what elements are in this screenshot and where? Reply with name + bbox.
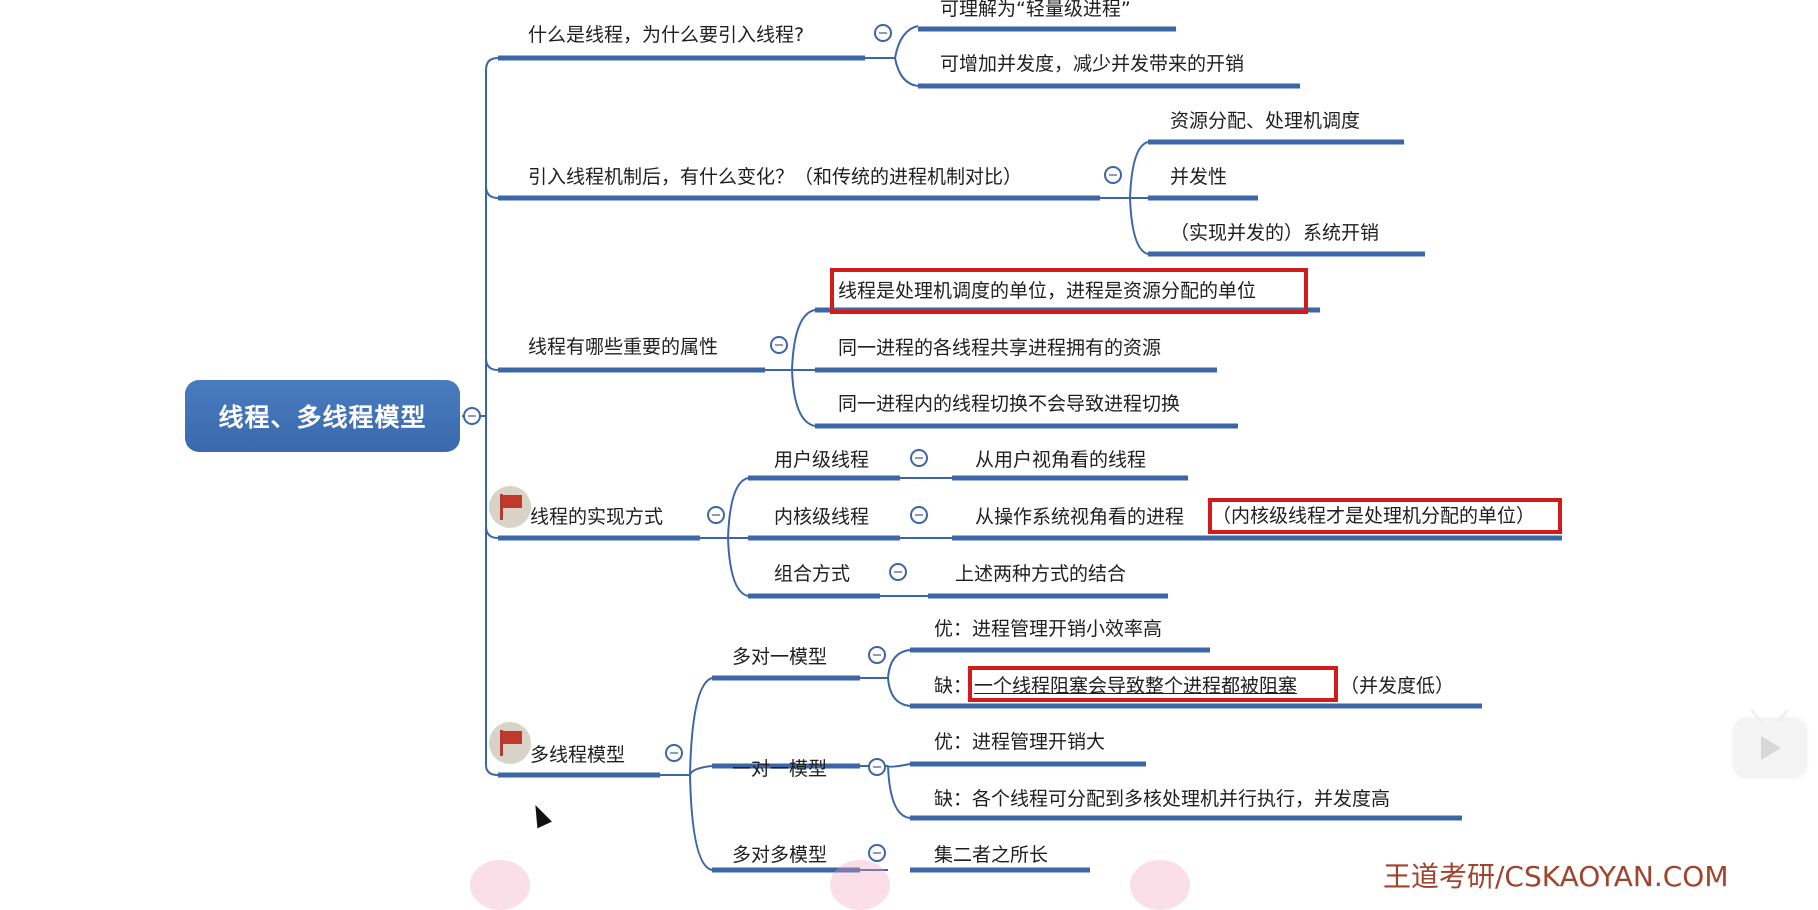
node-m2o-con-prefix: 缺： bbox=[934, 675, 973, 697]
node-resource-scheduling[interactable]: 资源分配、处理机调度 bbox=[1170, 110, 1361, 132]
video-play-icon[interactable] bbox=[1733, 708, 1807, 778]
collapse-branch-1-button[interactable] bbox=[874, 24, 892, 42]
collapse-many-to-one-button[interactable] bbox=[868, 646, 886, 664]
background-decoration bbox=[470, 860, 530, 910]
collapse-branch-4-button[interactable] bbox=[707, 506, 725, 524]
branch-what-is-thread[interactable]: 什么是线程，为什么要引入线程? bbox=[528, 24, 805, 46]
branch-multithread-model[interactable]: 多线程模型 bbox=[530, 744, 626, 766]
highlight-box bbox=[1208, 498, 1562, 534]
node-many-to-many[interactable]: 多对多模型 bbox=[732, 844, 828, 866]
node-user-perspective[interactable]: 从用户视角看的线程 bbox=[975, 449, 1147, 471]
collapse-one-to-one-button[interactable] bbox=[868, 758, 886, 776]
node-kernel-unit-note[interactable]: （内核级线程才是处理机分配的单位） bbox=[1212, 505, 1536, 527]
node-shared-resources[interactable]: 同一进程的各线程共享进程拥有的资源 bbox=[838, 337, 1162, 359]
node-os-perspective[interactable]: 从操作系统视角看的进程 bbox=[975, 506, 1185, 528]
node-lightweight-process[interactable]: 可理解为“轻量级进程” bbox=[940, 0, 1131, 20]
node-concurrency[interactable]: 并发性 bbox=[1170, 166, 1228, 188]
node-combination[interactable]: 上述两种方式的结合 bbox=[955, 563, 1127, 585]
node-increase-concurrency[interactable]: 可增加并发度，减少并发带来的开销 bbox=[940, 53, 1245, 75]
node-kernel-level-thread[interactable]: 内核级线程 bbox=[774, 506, 870, 528]
collapse-branch-2-button[interactable] bbox=[1104, 166, 1122, 184]
node-one-to-one[interactable]: 一对一模型 bbox=[732, 758, 828, 780]
root-node[interactable]: 线程、多线程模型 bbox=[185, 380, 460, 452]
branch-thread-implementation[interactable]: 线程的实现方式 bbox=[530, 506, 664, 528]
node-best-of-both[interactable]: 集二者之所长 bbox=[934, 844, 1049, 866]
collapse-combined-button[interactable] bbox=[889, 563, 907, 581]
collapse-user-level-button[interactable] bbox=[910, 449, 928, 467]
background-decoration bbox=[1130, 860, 1190, 910]
red-flag-icon bbox=[489, 486, 531, 528]
node-thread-scheduling-unit[interactable]: 线程是处理机调度的单位，进程是资源分配的单位 bbox=[838, 280, 1257, 302]
watermark: 王道考研/CSKAOYAN.COM bbox=[1383, 860, 1729, 893]
background-decoration bbox=[830, 860, 890, 910]
collapse-kernel-level-button[interactable] bbox=[910, 506, 928, 524]
highlight-box bbox=[968, 666, 1338, 702]
collapse-root-button[interactable] bbox=[463, 407, 481, 425]
node-o2o-pro[interactable]: 优：进程管理开销大 bbox=[934, 731, 1106, 753]
collapse-branch-3-button[interactable] bbox=[770, 336, 788, 354]
node-m2o-con-suffix: （并发度低） bbox=[1340, 675, 1455, 697]
node-combined-mode[interactable]: 组合方式 bbox=[774, 563, 851, 585]
node-o2o-con[interactable]: 缺：各个线程可分配到多核处理机并行执行，并发度高 bbox=[934, 788, 1391, 810]
mindmap-canvas: 线程、多线程模型 什么是线程，为什么要引入线程? 可理解为“轻量级进程” 可增加… bbox=[185, 0, 1807, 910]
node-no-process-switch[interactable]: 同一进程内的线程切换不会导致进程切换 bbox=[838, 393, 1181, 415]
node-user-level-thread[interactable]: 用户级线程 bbox=[774, 449, 870, 471]
node-m2o-con-highlight[interactable]: 一个线程阻塞会导致整个进程都被阻塞 bbox=[974, 675, 1298, 697]
red-flag-icon bbox=[489, 722, 531, 764]
collapse-many-to-many-button[interactable] bbox=[868, 844, 886, 862]
branch-changes-after-threads[interactable]: 引入线程机制后，有什么变化？（和传统的进程机制对比） bbox=[528, 166, 1023, 188]
node-many-to-one[interactable]: 多对一模型 bbox=[732, 646, 828, 668]
node-system-overhead[interactable]: （实现并发的）系统开销 bbox=[1170, 222, 1380, 244]
collapse-branch-5-button[interactable] bbox=[665, 744, 683, 762]
branch-thread-properties[interactable]: 线程有哪些重要的属性 bbox=[528, 336, 719, 358]
highlight-box bbox=[830, 268, 1308, 314]
node-m2o-pro[interactable]: 优：进程管理开销小效率高 bbox=[934, 618, 1163, 640]
